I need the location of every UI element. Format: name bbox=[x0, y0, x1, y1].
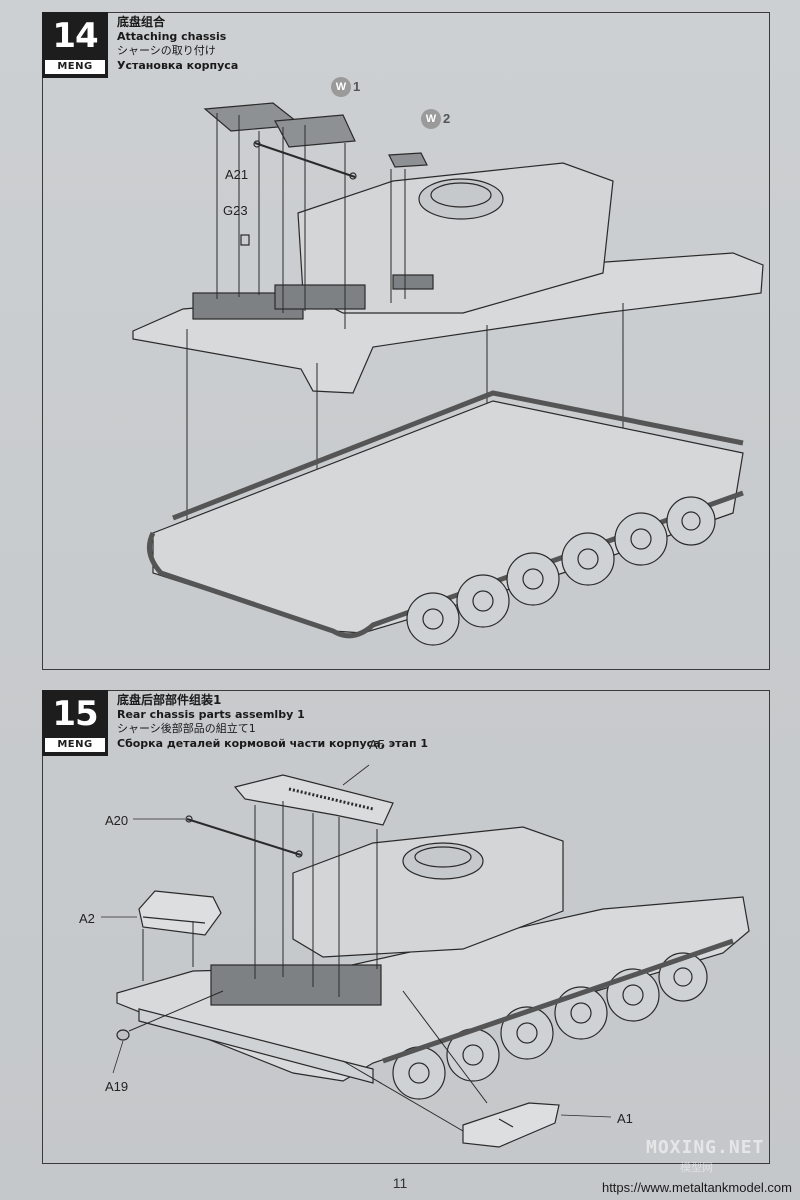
upper-hull bbox=[132, 162, 764, 394]
brand-logo: MENG bbox=[45, 60, 105, 74]
part-label-a20: A20 bbox=[105, 813, 129, 828]
step-badge: 15 MENG bbox=[42, 690, 108, 756]
part-label-a19: A19 bbox=[105, 1079, 129, 1094]
step-15-panel: 15 MENG 底盘后部部件组装1 Rear chassis parts ass… bbox=[42, 690, 770, 1164]
step-badge: 14 MENG bbox=[42, 12, 108, 78]
part-label-a21: A21 bbox=[225, 167, 249, 182]
photo-etch-num-1: 1 bbox=[353, 79, 361, 94]
title-english: Rear chassis parts assemlby 1 bbox=[117, 707, 305, 721]
step-15-illustration bbox=[101, 764, 750, 1148]
step-number: 14 bbox=[52, 16, 98, 56]
hull-assembly bbox=[116, 826, 750, 1100]
part-a5-cover bbox=[233, 774, 394, 826]
title-russian: Сборка деталей кормовой части корпуса, э… bbox=[117, 736, 429, 750]
photo-etch-tag-w2: W bbox=[421, 109, 441, 129]
watermark-logo: MOXING.NET bbox=[646, 1137, 765, 1158]
part-a19 bbox=[116, 1029, 130, 1041]
part-a2-box bbox=[138, 890, 222, 936]
part-g23 bbox=[240, 234, 250, 246]
part-label-g23: G23 bbox=[223, 203, 248, 218]
watermark-url[interactable]: https://www.metaltankmodel.com bbox=[601, 1180, 792, 1195]
leader-lines bbox=[101, 764, 612, 1118]
step-number: 15 bbox=[52, 694, 98, 734]
step-14-illustration bbox=[132, 102, 764, 646]
step-titles: 底盘组合 Attaching chassis シャーシの取り付け Установ… bbox=[117, 15, 238, 73]
photo-etch-tag-w1: W bbox=[331, 77, 351, 97]
part-label-a5: A5 bbox=[369, 737, 385, 752]
part-a20-rod bbox=[186, 818, 302, 856]
watermark-subtitle: 模型网 bbox=[680, 1161, 713, 1174]
lower-hull-with-tracks bbox=[146, 390, 744, 646]
part-label-a1: A1 bbox=[617, 1111, 633, 1126]
title-japanese: シャーシの取り付け bbox=[117, 44, 216, 57]
assembly-arrows bbox=[128, 801, 488, 1132]
step-14-panel: 14 MENG 底盘组合 Attaching chassis シャーシの取り付け… bbox=[42, 12, 770, 670]
step-titles: 底盘后部部件组装1 Rear chassis parts assemlby 1 … bbox=[117, 693, 428, 751]
title-japanese: シャーシ後部部品の組立て1 bbox=[117, 722, 256, 735]
photo-etch-grille-1 bbox=[203, 102, 356, 148]
title-chinese: 底盘后部部件组装1 bbox=[117, 693, 222, 707]
part-label-a2: A2 bbox=[79, 911, 95, 926]
title-chinese: 底盘组合 bbox=[117, 15, 166, 29]
photo-etch-grille-2 bbox=[388, 152, 428, 168]
page-number: 11 bbox=[392, 1175, 408, 1191]
title-english: Attaching chassis bbox=[117, 29, 227, 43]
photo-etch-num-2: 2 bbox=[443, 111, 451, 126]
title-russian: Установка корпуса bbox=[117, 58, 239, 72]
part-a1-plate bbox=[462, 1102, 560, 1148]
brand-logo: MENG bbox=[45, 738, 105, 752]
